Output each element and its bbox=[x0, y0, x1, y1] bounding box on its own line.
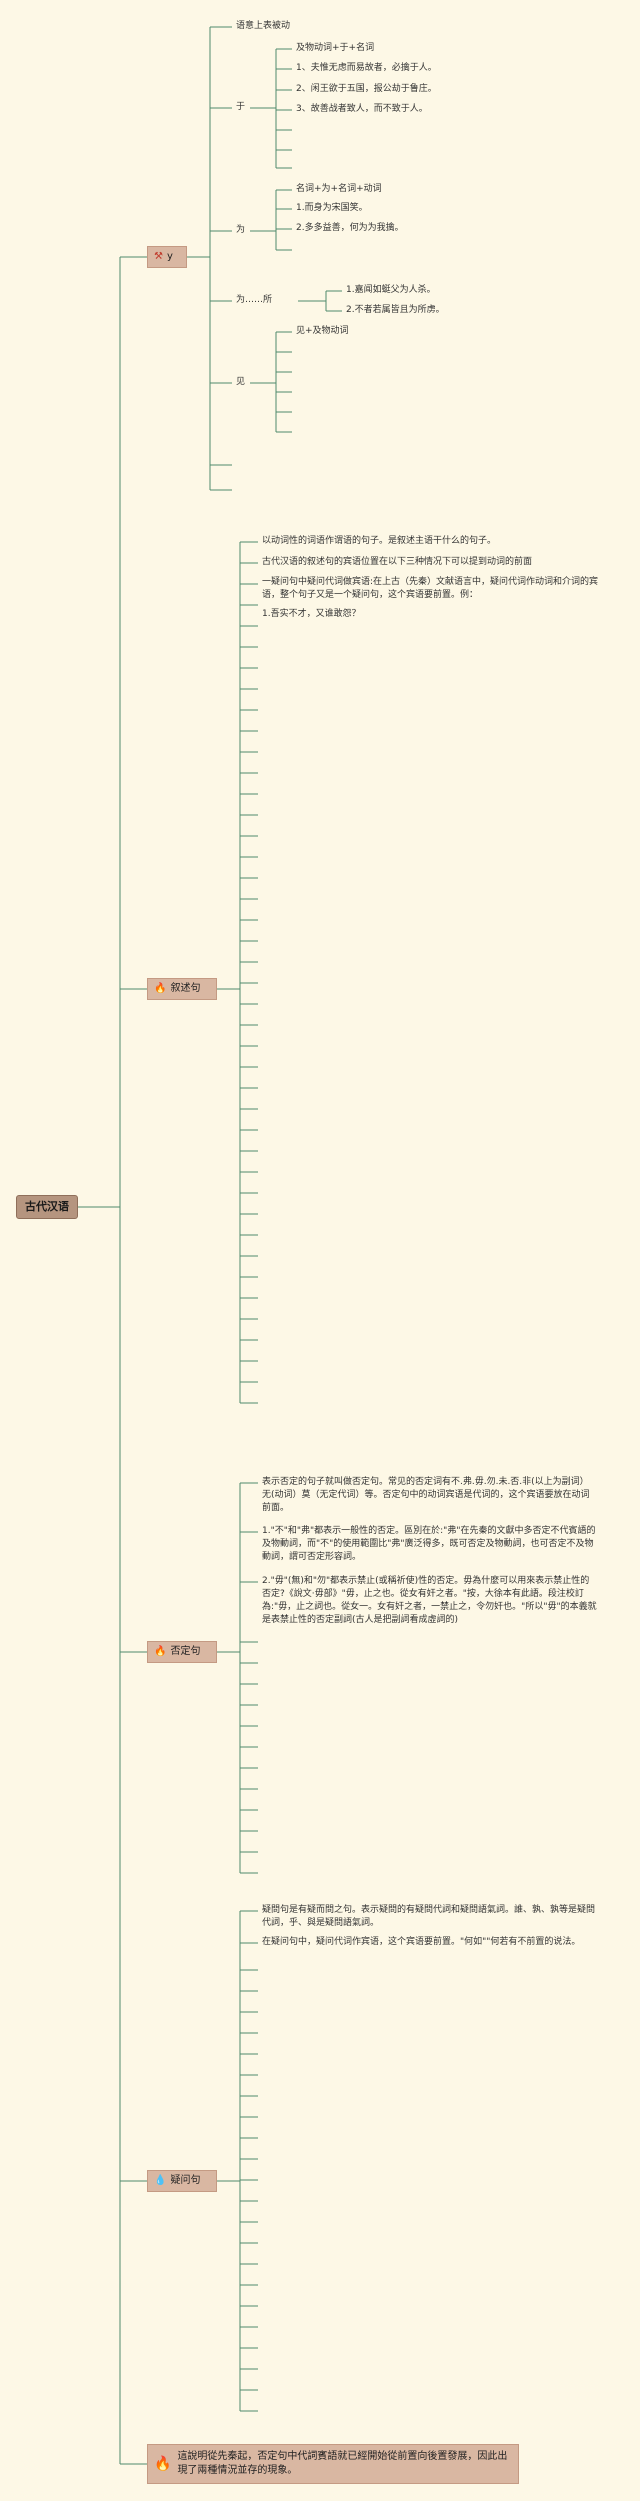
sub-yu-line: 及物动词+于+名词 bbox=[296, 43, 375, 53]
branch-yiwen[interactable]: 💧 疑问句 bbox=[147, 2170, 217, 2192]
branch-yu-label: y bbox=[166, 251, 173, 262]
xushu-line: 以动词性的词语作谓语的句子。是叙述主语干什么的句子。 bbox=[262, 536, 497, 546]
xushu-line: 一疑问句中疑问代词做宾语:在上古（先秦）文献语言中，疑问代词作动词和介词的宾语，… bbox=[262, 577, 599, 600]
sub-wei-line: 1.而身为宋国笑。 bbox=[296, 203, 368, 213]
yu-intro: 语意上表被动 bbox=[236, 21, 291, 31]
fouding-line: 表示否定的句子就叫做否定句。常见的否定词有不.弗.毋.勿.未.否.非(以上为副词… bbox=[262, 1477, 590, 1513]
branch-yu[interactable]: ⚒ y bbox=[147, 246, 187, 268]
branch-note[interactable]: 🔥 這說明從先秦起，否定句中代詞賓語就已經開始從前置向後置發展，因此出現了兩種情… bbox=[147, 2444, 519, 2484]
drop-icon: 💧 bbox=[154, 2175, 167, 2186]
xushu-line: 1.吾实不才，又谁敢怨？ bbox=[262, 609, 361, 619]
branch-note-label: 這說明從先秦起，否定句中代詞賓語就已經開始從前置向後置發展，因此出現了兩種情況並… bbox=[177, 2451, 508, 2476]
fouding-line: 2."毋"(無)和"勿"都表示禁止(或稱祈使)性的否定。毋為什麼可以用來表示禁止… bbox=[262, 1576, 597, 1625]
sub-weisuo-line: 1.嘉闻如蜓父为人杀。 bbox=[346, 285, 436, 295]
yiwen-line: 在疑问句中，疑问代词作宾语，这个宾语要前置。"何如""何若有不前置的说法。 bbox=[262, 1937, 581, 1947]
sub-weisuo-label[interactable]: 为……所 bbox=[236, 295, 273, 305]
sub-jian-line: 见+及物动词 bbox=[296, 326, 349, 336]
sub-yu-line: 1、夫惟无虑而易故者，必擒于人。 bbox=[296, 63, 437, 73]
sub-wei-line: 2.多多益善，何为为我擒。 bbox=[296, 223, 404, 233]
sub-yu-line: 3、故善战者致人，而不致于人。 bbox=[296, 104, 428, 114]
root-node[interactable]: 古代汉语 bbox=[16, 1195, 78, 1219]
branch-fouding[interactable]: 🔥 否定句 bbox=[147, 1641, 217, 1663]
branch-xushu-label: 叙述句 bbox=[170, 983, 201, 994]
fire-icon: 🔥 bbox=[154, 1646, 167, 1657]
fire-icon: 🔥 bbox=[154, 2456, 172, 2472]
sub-yu-line: 2、闲王欲于五国，报公劫于鲁庄。 bbox=[296, 84, 437, 94]
sub-wei-line: 名词+为+名词+动词 bbox=[296, 184, 382, 194]
sub-weisuo-line: 2.不者若属皆且为所虏。 bbox=[346, 305, 445, 315]
branch-yiwen-label: 疑问句 bbox=[170, 2175, 201, 2186]
sub-yu-label[interactable]: 于 bbox=[236, 102, 246, 112]
branch-fouding-label: 否定句 bbox=[170, 1646, 201, 1657]
xushu-line: 古代汉语的叙述句的宾语位置在以下三种情况下可以提到动词的前面 bbox=[262, 557, 533, 567]
branch-xushu[interactable]: 🔥 叙述句 bbox=[147, 978, 217, 1000]
yiwen-line: 疑問句是有疑而問之句。表示疑問的有疑問代詞和疑問語氣詞。誰、孰、孰等是疑問代詞，… bbox=[262, 1905, 596, 1928]
fouding-line: 1."不"和"弗"都表示一般性的否定。區別在於:"弗"在先秦的文獻中多否定不代賓… bbox=[262, 1526, 596, 1562]
sub-jian-label[interactable]: 见 bbox=[236, 377, 246, 387]
tools-icon: ⚒ bbox=[154, 251, 163, 262]
fire-icon: 🔥 bbox=[154, 983, 167, 994]
sub-wei-label[interactable]: 为 bbox=[236, 225, 246, 235]
